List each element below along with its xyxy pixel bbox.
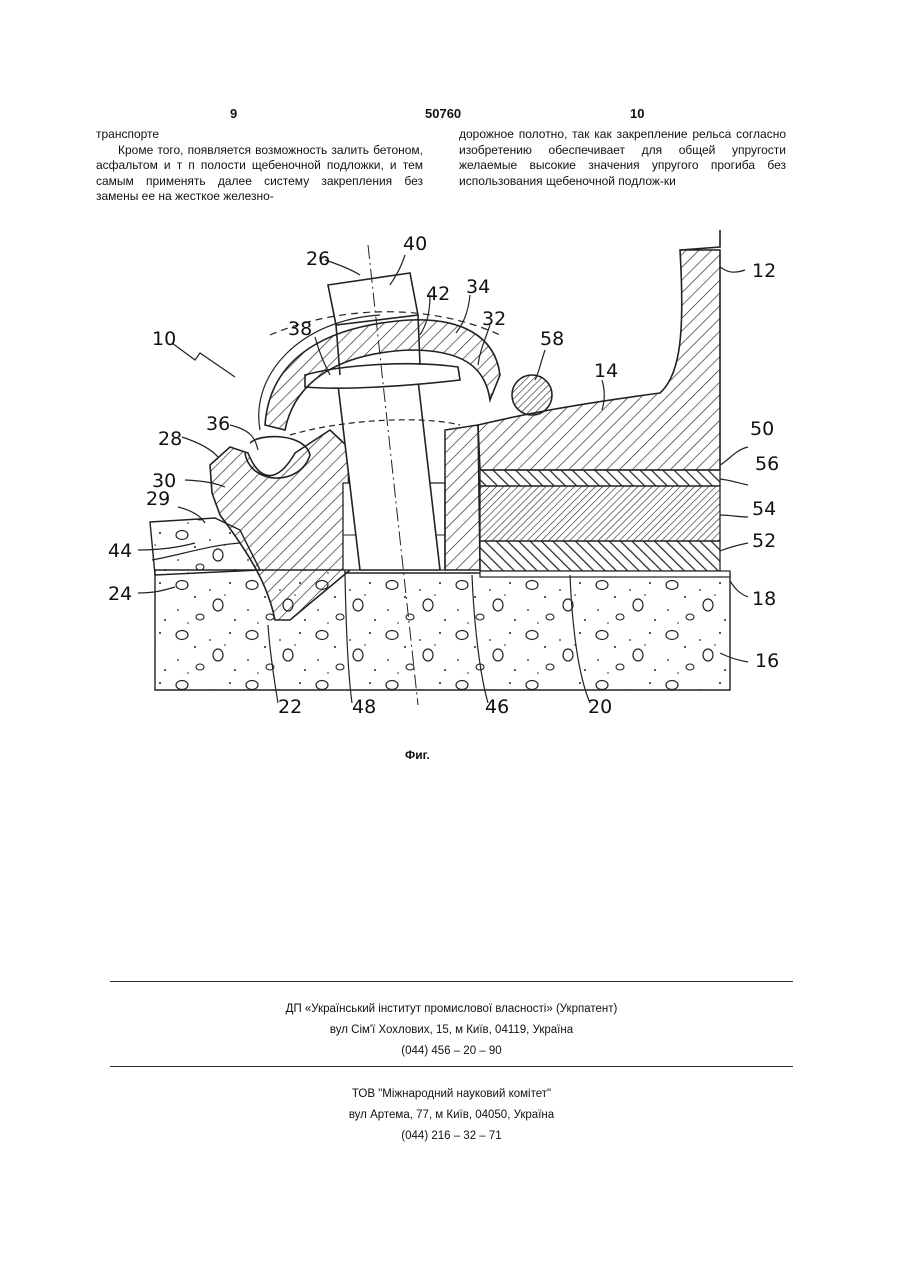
layer-18 [480,571,730,577]
left-text-column: транспорте Кроме того, появляется возмож… [96,127,423,205]
publisher2-name: ТОВ "Міжнародний науковий комітет" [110,1088,793,1100]
label-28: 28 [158,428,182,450]
layer-52 [480,541,720,571]
right-column-paragraph: дорожное полотно, так как закрепление ре… [459,127,786,189]
rail-web [680,230,720,250]
layer-56 [480,470,720,486]
label-20: 20 [588,696,612,718]
label-26: 26 [306,248,330,270]
rail-fastening-figure: 10 26 40 42 34 32 58 14 12 38 36 28 30 2… [100,225,800,725]
label-16: 16 [755,650,779,672]
concrete-base [155,570,730,690]
label-58: 58 [540,328,564,350]
label-24: 24 [108,583,132,605]
left-column-paragraph: Кроме того, появляется возможность залит… [96,143,423,205]
label-36: 36 [206,413,230,435]
page-number-right: 10 [630,106,644,121]
patent-number: 50760 [425,106,461,121]
label-14: 14 [594,360,618,382]
layer-54 [480,486,720,541]
label-48: 48 [352,696,376,718]
label-12: 12 [752,260,776,282]
publisher2-address: вул Артема, 77, м Київ, 04050, Україна [110,1109,793,1121]
page-number-left: 9 [230,106,237,121]
label-18: 18 [752,588,776,610]
label-29: 29 [146,488,170,510]
screw-bolt [328,273,418,325]
publisher1-name: ДП «Український інститут промислової вла… [110,1003,793,1015]
spring-rod-58 [512,375,552,415]
label-54: 54 [752,498,776,520]
label-22: 22 [278,696,302,718]
label-34: 34 [466,276,490,298]
label-10: 10 [152,328,176,350]
publisher1-address: вул Сім'ї Хохлових, 15, м Київ, 04119, У… [110,1024,793,1036]
label-38: 38 [288,318,312,340]
label-42: 42 [426,283,450,305]
insulator-block [445,425,480,570]
label-44: 44 [108,540,132,562]
left-column-first-line: транспорте [96,127,423,143]
right-text-column: дорожное полотно, так как закрепление ре… [459,127,786,189]
label-52: 52 [752,530,776,552]
label-46: 46 [485,696,509,718]
label-40: 40 [403,233,427,255]
label-50: 50 [750,418,774,440]
publisher2-phone: (044) 216 – 32 – 71 [110,1130,793,1142]
label-32: 32 [482,308,506,330]
figure-caption: Фиг. [405,748,430,762]
publisher1-phone: (044) 456 – 20 – 90 [110,1045,793,1057]
divider-middle [110,1066,793,1067]
divider-top [110,981,793,982]
label-56: 56 [755,453,779,475]
